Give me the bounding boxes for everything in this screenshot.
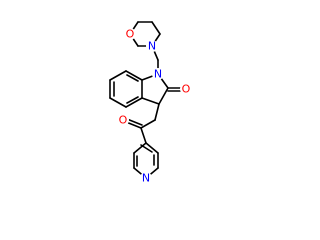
morpholine-oxygen-label: O [124,28,136,41]
bond [145,142,159,154]
morpholine-oxygen-text: O [126,28,135,41]
bond [125,97,143,108]
atom-label-layer: O N N O O N [117,28,192,185]
bond [141,97,160,105]
bond [140,119,156,129]
pyridine-nitrogen-text: N [142,172,150,185]
bond [109,97,127,108]
bond [140,144,153,153]
bond [126,74,139,82]
bond [126,96,139,104]
lactam-oxygen-text: O [182,83,191,96]
bond [151,21,161,35]
indole-nitrogen-label: N [152,68,164,81]
indole-nitrogen-text: N [154,68,162,81]
bond [125,121,142,129]
bond [133,142,147,154]
pyridine-nitrogen-label: N [140,172,152,185]
bond [125,70,143,81]
lactam-oxygen-label: O [180,83,192,96]
ketone-oxygen-label: O [117,114,129,127]
ketone-oxygen-text: O [119,114,128,127]
morpholine-nitrogen-text: N [148,40,156,53]
bond [140,127,147,144]
molecule-structure: O N N O O N [109,21,192,185]
bond [158,87,169,105]
bond [154,103,160,121]
morpholine-nitrogen-label: N [146,40,158,53]
bond [126,118,143,126]
bond [109,70,127,81]
